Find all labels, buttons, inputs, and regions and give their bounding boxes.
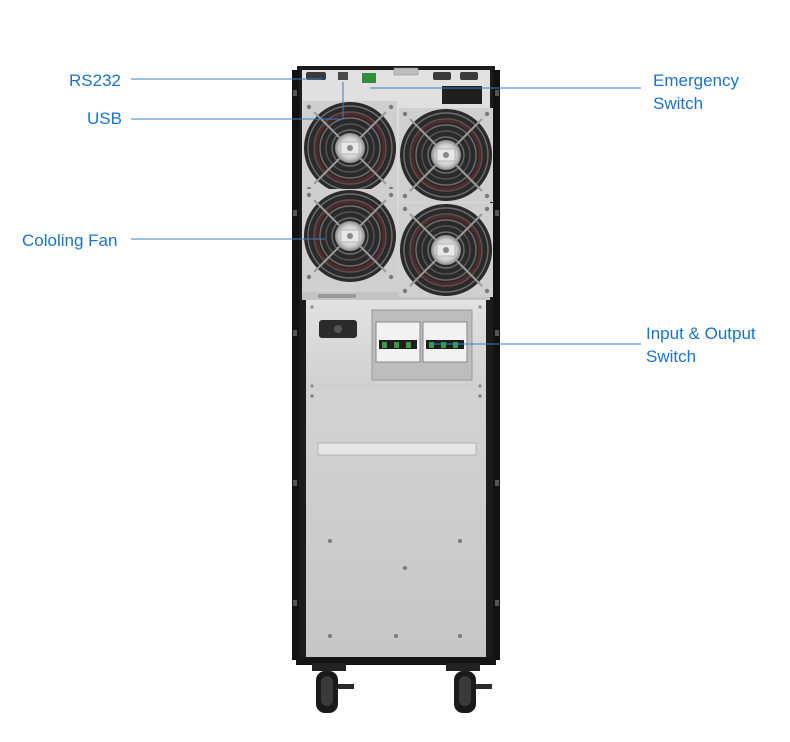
lower-panel — [306, 390, 486, 658]
leader-lines — [131, 78, 641, 345]
switch-panel — [306, 300, 486, 392]
power-port-pin — [334, 325, 342, 333]
base-rail — [296, 657, 496, 665]
rs232-label-text: RS232 — [69, 71, 121, 90]
io-switch-label-line1: Input & Output — [646, 324, 756, 343]
caster-right — [446, 663, 492, 713]
cooling-fan — [303, 101, 397, 195]
cooling-fan — [303, 189, 397, 283]
emergency-switch-terminal — [362, 73, 376, 83]
io-switch-label-line2: Switch — [646, 347, 697, 366]
emergency-switch-label-line2: Switch — [653, 94, 704, 113]
lower-panel-ledge — [317, 442, 477, 456]
emergency-switch-label: Emergency Switch — [653, 69, 739, 115]
usb-port — [338, 72, 348, 80]
usb-label: USB — [87, 107, 122, 130]
usb-label-text: USB — [87, 109, 122, 128]
breaker-output — [422, 321, 468, 363]
cooling-fan — [399, 203, 493, 297]
cooling-fan-label: Cololing Fan — [22, 229, 117, 252]
strip-slot — [318, 294, 356, 298]
chassis-right-edge — [493, 70, 500, 660]
lower-panel-bolts — [310, 394, 482, 638]
comm-port-1 — [433, 72, 451, 80]
rs232-label: RS232 — [69, 69, 121, 92]
cooling-fans — [303, 101, 493, 297]
lower-panel-plate — [306, 390, 486, 658]
emergency-switch-label-line1: Emergency — [653, 71, 739, 90]
breaker-input — [375, 321, 421, 363]
snmp-slot — [442, 86, 482, 104]
side-bolts — [293, 90, 499, 606]
cooling-fan-label-text: Cololing Fan — [22, 231, 118, 250]
cooling-fan — [399, 108, 493, 202]
base — [296, 657, 496, 713]
io-switch-label: Input & Output Switch — [646, 322, 756, 368]
top-bracket — [393, 67, 419, 76]
chassis-left-edge — [292, 70, 299, 660]
fan-panel-strip — [302, 292, 490, 300]
rs232-port — [306, 72, 326, 80]
caster-left — [312, 663, 354, 713]
comm-port-2 — [460, 72, 478, 80]
switch-panel-bolts — [310, 305, 482, 388]
